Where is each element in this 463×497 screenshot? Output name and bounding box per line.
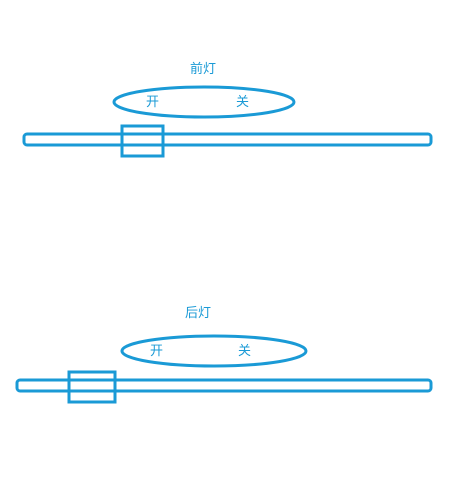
front-light-title: 前灯 bbox=[190, 61, 216, 77]
front-light-switch-oval[interactable] bbox=[112, 85, 296, 119]
front-light-slider-knob[interactable] bbox=[120, 124, 165, 158]
rear-light-on-label[interactable]: 开 bbox=[150, 344, 163, 359]
front-light-on-label[interactable]: 开 bbox=[146, 95, 159, 110]
rear-light-track[interactable] bbox=[15, 378, 433, 393]
front-light-group: 前灯 开 关 bbox=[22, 61, 433, 158]
rear-light-group: 后灯 开 关 bbox=[15, 306, 433, 404]
front-light-off-label[interactable]: 关 bbox=[236, 95, 249, 110]
front-light-track[interactable] bbox=[22, 132, 433, 147]
rear-light-switch-oval[interactable] bbox=[120, 334, 308, 368]
rear-light-off-label[interactable]: 关 bbox=[238, 344, 251, 359]
rear-light-title: 后灯 bbox=[185, 306, 211, 321]
rear-light-slider-knob[interactable] bbox=[67, 370, 117, 404]
